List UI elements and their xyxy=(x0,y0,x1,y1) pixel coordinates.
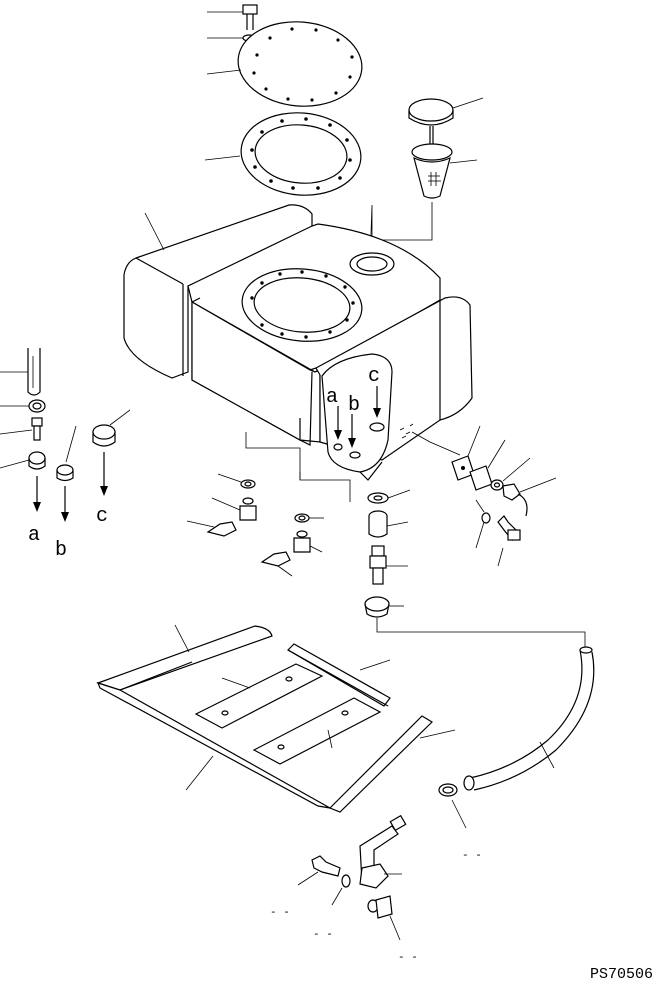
drain-washer-2 xyxy=(294,513,324,523)
under-guard xyxy=(96,624,456,813)
letter-b-left: b xyxy=(55,539,67,562)
sender-unit xyxy=(502,477,557,517)
center-elbow xyxy=(368,510,409,538)
drain-plug-1 xyxy=(186,520,237,537)
sender-leader xyxy=(411,431,461,456)
fuel-tank xyxy=(123,204,473,481)
level-gauge-tube xyxy=(0,348,41,396)
letter-c-left: c xyxy=(96,505,108,528)
cover-plate xyxy=(206,21,363,107)
hose-clamp xyxy=(438,783,467,829)
left-nut-c xyxy=(92,409,131,447)
sender-oring xyxy=(490,457,531,491)
gasket xyxy=(204,112,362,196)
center-washer xyxy=(367,489,411,504)
letter-a-left: a xyxy=(28,524,40,547)
filler-cap xyxy=(408,97,484,145)
top-bolt xyxy=(207,4,258,30)
arrow-b-on-tank: b xyxy=(348,394,360,448)
sender-gasket xyxy=(451,425,481,481)
sender-washer xyxy=(475,499,491,549)
drain-cock-bolt xyxy=(297,855,341,886)
strainer xyxy=(369,143,478,263)
dash-mark-3: - - xyxy=(313,929,333,941)
left-washer-ring xyxy=(0,399,46,413)
left-nut-b xyxy=(56,425,77,482)
dash-mark-1: - - xyxy=(462,850,482,862)
center-nipple xyxy=(369,545,408,585)
dash-mark-4: - - xyxy=(398,952,418,964)
left-nipple xyxy=(0,417,43,441)
drain-elbow-2 xyxy=(293,530,323,553)
hose-leader xyxy=(376,618,586,650)
leader-path-1 xyxy=(245,432,351,502)
drawing-code: PS70506 xyxy=(590,966,653,983)
sender-bolt xyxy=(497,515,521,567)
center-valve xyxy=(364,596,404,618)
dash-mark-2: - - xyxy=(270,907,290,919)
sender-plate xyxy=(469,439,506,491)
drain-cock-washer xyxy=(331,874,351,906)
arrow-c-on-tank: c xyxy=(368,365,381,418)
drain-plug-2 xyxy=(260,551,293,577)
letter-a-tank: a xyxy=(326,386,338,409)
letter-c-tank: c xyxy=(368,365,380,388)
letter-b-tank: b xyxy=(348,394,360,417)
drain-cock xyxy=(359,814,407,889)
arrow-a-on-tank: a xyxy=(326,386,342,440)
fuel-hose xyxy=(463,646,595,791)
left-arrows: a b c xyxy=(28,452,108,562)
drain-elbow-1 xyxy=(211,497,257,521)
left-nut-a xyxy=(0,451,46,470)
drain-cock-elbow xyxy=(367,895,401,941)
drain-washer-1 xyxy=(217,473,256,489)
